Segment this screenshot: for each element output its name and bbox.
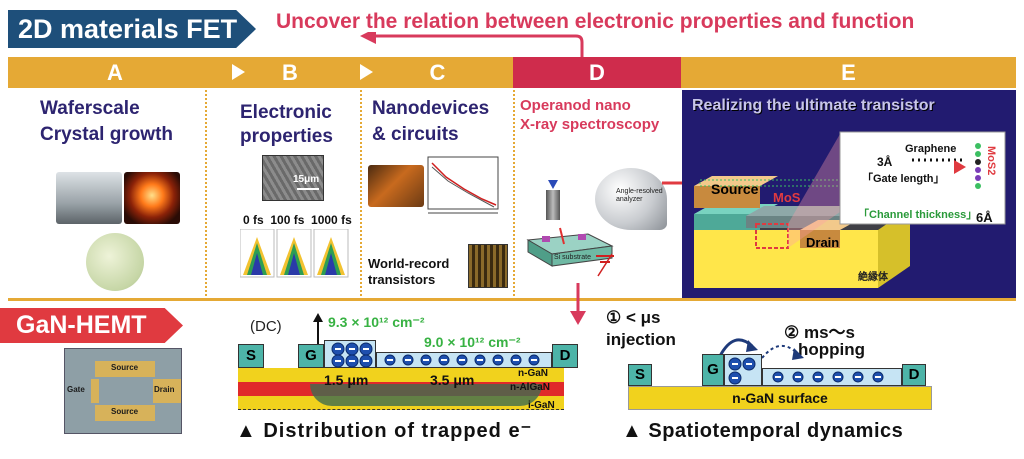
scale-bar-label: 15μm	[293, 174, 320, 185]
hemt-source-pad-top	[95, 361, 155, 377]
hemt-source-label-bottom: Source	[111, 407, 139, 416]
hopping-electrons	[728, 357, 884, 385]
col-d-title-2: X-ray spectroscopy	[520, 116, 660, 133]
caption-distribution: ▲ Distribution of trapped e⁻	[236, 420, 533, 442]
hopping-arrows	[718, 338, 804, 360]
row-separator	[8, 298, 1016, 301]
dc-label: (DC)	[250, 318, 282, 335]
drain-contact-1: D	[552, 344, 578, 368]
layer-n-gan	[238, 368, 564, 382]
depletion-region	[310, 384, 542, 406]
source-contact-2: S	[628, 364, 652, 386]
e-gate-length-value: 3Å	[877, 155, 893, 169]
e-gate-length-label: 「Gate length」	[862, 173, 945, 185]
wafer-photo	[86, 233, 144, 291]
divider-ab	[205, 90, 207, 300]
drain-contact-2: D	[902, 364, 926, 386]
col-a-title-2: Crystal growth	[40, 124, 174, 145]
world-record-2: transistors	[368, 272, 436, 287]
layer-i-gan-label: i-GaN	[528, 400, 555, 411]
analyzer-dome	[595, 168, 667, 230]
n-gan-surface-layer	[628, 386, 932, 410]
hemt-drain-label: Drain	[154, 385, 175, 394]
col-b-title-2: properties	[240, 126, 333, 147]
density-2: 9.0 × 10¹² cm⁻²	[424, 334, 521, 350]
gan-hemt-tag: GaN-HEMT	[0, 308, 183, 343]
e-graphene-label: Graphene	[905, 143, 957, 155]
arrow-b-c-icon	[360, 64, 373, 80]
col-d-title-1: Operanod nano	[520, 97, 631, 114]
caption-dynamics: ▲ Spatiotemporal dynamics	[622, 420, 904, 442]
col-c-title-1: Nanodevices	[372, 98, 490, 119]
col-a-title-1: Waferscale	[40, 98, 140, 119]
e-channel-thickness-label: 「Channel thickness」	[858, 209, 978, 221]
hemt-drain-pad	[153, 379, 181, 403]
col-d-letter: D	[513, 57, 681, 88]
hemt-device-photo: Source Source Gate Drain	[64, 348, 182, 434]
voltage-source-icon	[596, 253, 614, 277]
col-c-title-2: & circuits	[372, 124, 459, 145]
relation-heading: Uncover the relation between electronic …	[276, 10, 915, 33]
divider-cd	[513, 90, 515, 300]
hemt-gate-label: Gate	[67, 385, 85, 394]
growth-equipment-photo	[56, 172, 122, 224]
divider-bc	[360, 90, 362, 300]
hemt-gate-pad	[91, 379, 99, 403]
step-1: ① < μs	[606, 308, 661, 327]
e-source-label: Source	[711, 181, 759, 197]
header-band-abc	[8, 57, 513, 88]
density-1: 9.3 × 10¹² cm⁻²	[328, 314, 425, 330]
col-b-letter: B	[282, 60, 298, 85]
substrate-drawing	[526, 227, 614, 267]
e-mos2-label: MoS2	[985, 146, 997, 176]
xray-arrow-icon	[548, 180, 558, 189]
col-a-letter: A	[107, 60, 123, 85]
step-1b: injection	[606, 330, 676, 349]
substrate-label: Si substrate	[554, 254, 591, 261]
step-2b: hopping	[798, 340, 866, 359]
trapped-electrons	[331, 342, 540, 368]
layer-n-algan-label: n-AlGaN	[510, 382, 550, 393]
transistor-plot	[427, 156, 499, 214]
e-drain-label: Drain	[806, 235, 840, 250]
e-mos-label: MoS	[773, 190, 801, 205]
injection-block	[724, 354, 762, 386]
length-1: 1.5 μm	[324, 372, 369, 388]
e-channel-value: 6Å	[976, 210, 993, 225]
world-record-1: World-record	[368, 256, 450, 271]
length-2: 3.5 μm	[430, 372, 475, 388]
analyzer-label: Angle-resolved analyzer	[616, 188, 663, 203]
transistor-array-photo	[468, 244, 508, 288]
scale-bar	[297, 188, 319, 190]
step-2: ② ms～s	[784, 323, 855, 342]
hemt-source-label-top: Source	[111, 363, 139, 372]
arrow-a-b-icon	[232, 64, 245, 80]
col-b-title-1: Electronic	[240, 102, 332, 123]
down-arrow-d	[570, 283, 586, 325]
2d-materials-fet-tag: 2D materials FET	[8, 10, 256, 48]
lab-photo	[368, 165, 424, 207]
col-c-letter: C	[429, 60, 446, 85]
gate-contact-1: G	[298, 344, 324, 368]
col-e-title: Realizing the ultimate transistor	[692, 97, 935, 114]
e-insulator-label: 絶縁体	[858, 272, 888, 283]
n-gan-surface-label: n-GaN surface	[732, 390, 828, 406]
hemt-source-pad-bottom	[95, 405, 155, 421]
gate-contact-2: G	[702, 354, 724, 386]
time-labels: 0 fs 100 fs 1000 fs	[243, 213, 352, 227]
microscope-image: 15μm	[262, 155, 324, 201]
col-e-letter: E	[681, 57, 1016, 88]
source-contact-1: S	[238, 344, 264, 368]
layer-n-gan-label: n-GaN	[518, 368, 548, 379]
return-arrow	[360, 32, 584, 60]
arpes-spectra	[240, 229, 349, 278]
ultimate-transistor-drawing	[694, 131, 1006, 288]
xray-column	[546, 190, 560, 220]
furnace-photo	[124, 172, 180, 224]
